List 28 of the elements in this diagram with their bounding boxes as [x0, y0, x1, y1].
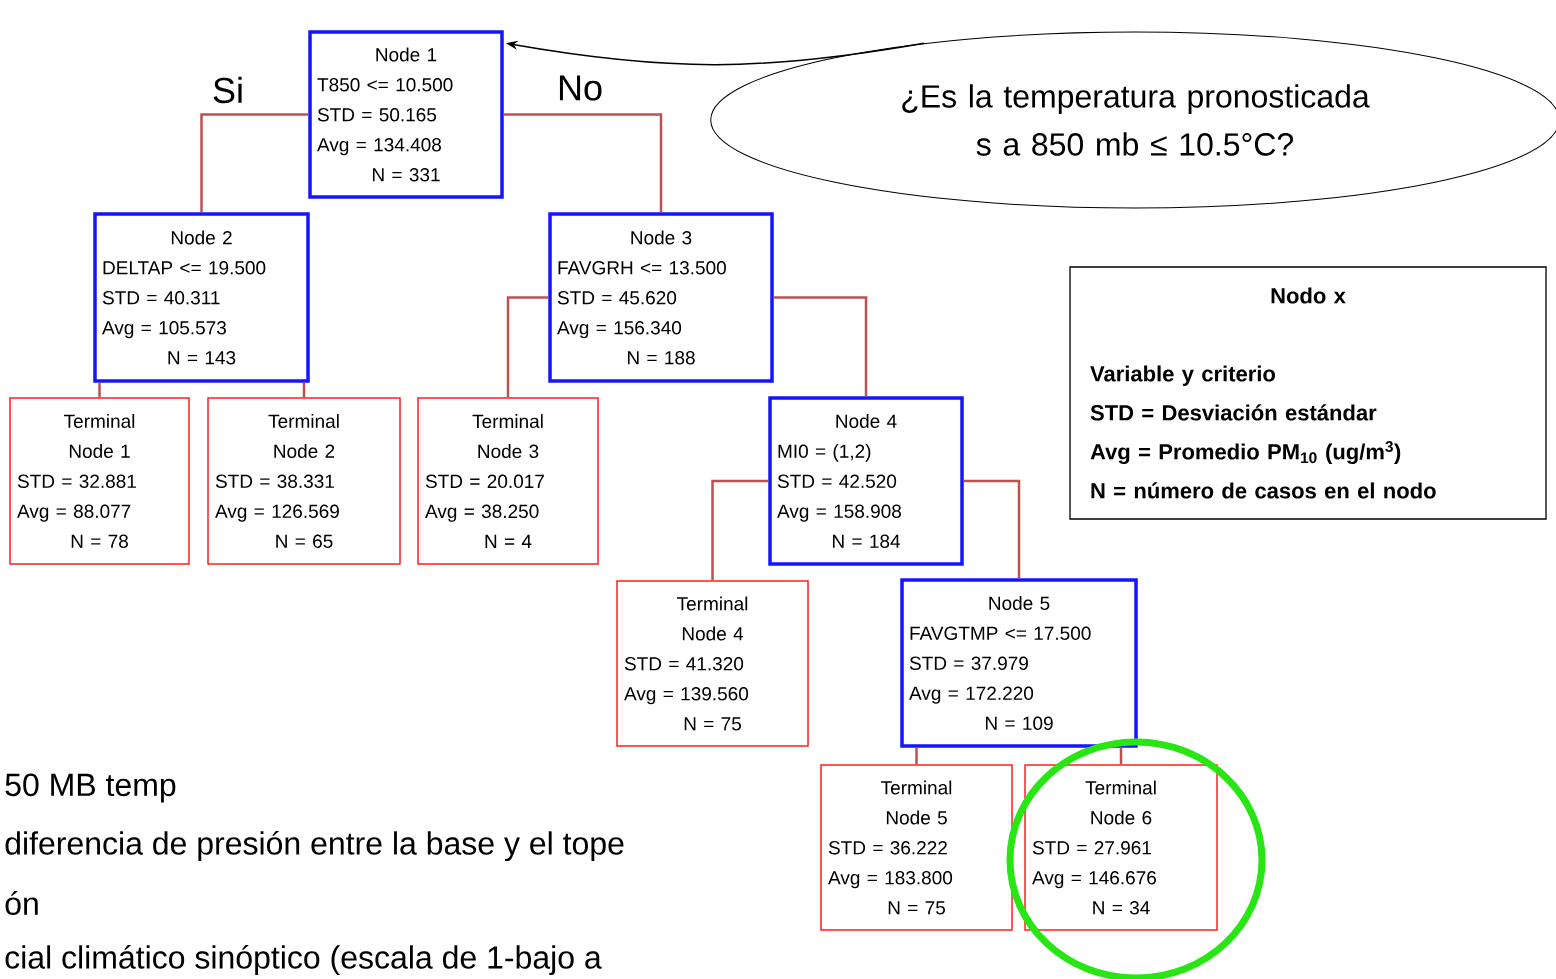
connector-line [915, 747, 918, 765]
decision-box: Node 5 FAVGTMP <= 17.500 STD = 37.979 Avg = 172.220 N = 109 [900, 578, 1138, 748]
connector-line [711, 479, 769, 581]
terminal-box: Terminal Node 5 STD = 36.222 Avg = 183.800 N = 75 [820, 764, 1013, 931]
decision-box: Node 4 MI0 = (1,2) STD = 42.520 Avg = 158.908 N = 184 [768, 396, 964, 566]
terminal-box: Terminal Node 1 STD = 32.881 Avg = 88.077 N = 78 [9, 397, 190, 565]
connector-line [963, 479, 1021, 579]
connector-line [200, 113, 309, 213]
connector-line [98, 382, 101, 398]
edge-label: Si [213, 76, 242, 104]
connector-line [302, 382, 306, 398]
connector-line [506, 296, 549, 398]
connector-line [773, 296, 868, 397]
note-text: cial climático sinóptico (escala de 1-bajo a [5, 944, 602, 976]
decision-box: Node 2 DELTAP <= 19.500 STD = 40.311 Avg = 105.573 N = 143 [93, 212, 310, 383]
decision-box: Node 3 FAVGRH <= 13.500 STD = 45.620 Avg = 156.340 N = 188 [548, 212, 774, 383]
terminal-box: Terminal Node 2 STD = 38.331 Avg = 126.569 N = 65 [207, 397, 401, 565]
decision-box: Node 1 T850 <= 10.500 STD = 50.165 Avg = 134.408 N = 331 [308, 30, 504, 199]
note-text: 50 MB temp [5, 773, 176, 803]
edge-label: No [559, 75, 602, 101]
connector-line [1119, 747, 1123, 765]
key-box: Nodo x Variable y criterio STD = Desviación estándar Avg = Promedio PM$_{10}$ (ug/m$^{3}$) N = número de casos en el nodo [1069, 266, 1547, 520]
terminal-box: Terminal Node 6 STD = 27.961 Avg = 146.676 N = 34 [1024, 764, 1218, 931]
note-text: ón [5, 891, 38, 915]
note-text: diferencia de presión entre la base y el tope [5, 830, 624, 862]
terminal-box: Terminal Node 3 STD = 20.017 Avg = 38.250 N = 4 [417, 397, 599, 565]
connector-line [503, 113, 663, 213]
terminal-box: Terminal Node 4 STD = 41.320 Avg = 139.560 N = 75 [616, 580, 809, 747]
